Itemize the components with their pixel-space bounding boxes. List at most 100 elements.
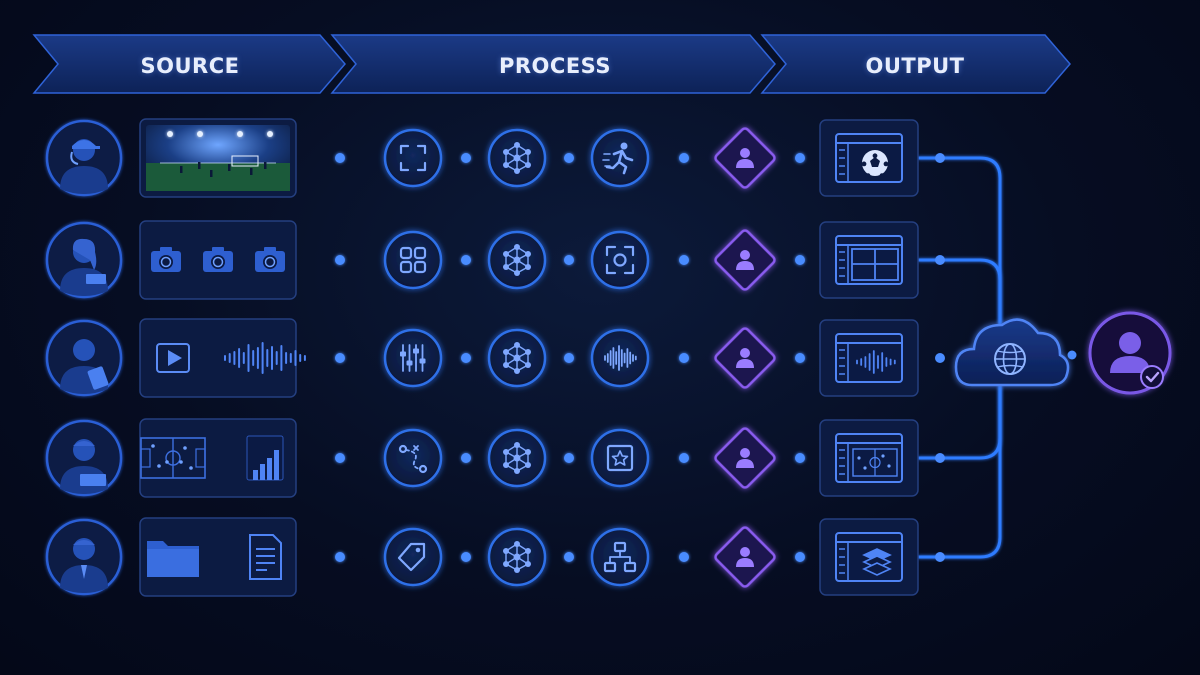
review-diamond: [714, 427, 776, 489]
banner-output: [760, 34, 1071, 94]
folder-icon: [147, 541, 199, 577]
banner-process: [330, 34, 776, 94]
connector-dot: [461, 453, 471, 463]
play-button-icon: [156, 343, 190, 373]
camera-icon: [255, 247, 285, 272]
connector-dot: [335, 552, 345, 562]
connector-dot: [935, 353, 945, 363]
connector-dot: [679, 353, 689, 363]
connector-dot: [679, 453, 689, 463]
pipeline-row: [45, 118, 919, 198]
source-card: [139, 118, 297, 198]
source-card: [139, 220, 297, 300]
equalizer-sliders-icon: [400, 344, 426, 372]
person-tablet-icon: [45, 319, 123, 397]
hub-connector: [918, 156, 1002, 325]
process-node: [383, 527, 443, 587]
multi-view-window-icon: [835, 235, 903, 285]
tactics-pitch-icon: [140, 437, 206, 479]
cloud-globe-icon: [954, 318, 1070, 387]
hub-connector: [918, 385, 1002, 460]
neural-network-icon: [503, 342, 531, 374]
connector-dot: [935, 153, 945, 163]
connector-dot: [679, 552, 689, 562]
running-player-icon: [602, 142, 634, 175]
neural-network-icon: [503, 244, 531, 276]
audio-window-icon: [835, 333, 903, 383]
pitch-window-icon: [835, 433, 903, 483]
audio-waveform-icon: [604, 345, 637, 371]
neural-network-icon: [503, 442, 531, 474]
reviewer-icon: [736, 348, 754, 368]
process-node: [590, 428, 650, 488]
connector-dot: [461, 255, 471, 265]
reviewer-icon: [736, 250, 754, 270]
connector-dot: [795, 353, 805, 363]
highlight-star-icon: [606, 444, 634, 472]
output-card: [819, 518, 919, 596]
review-diamond: [714, 327, 776, 389]
process-node: [487, 527, 547, 587]
person-headset-icon: [45, 119, 123, 197]
camera-icon: [203, 247, 233, 272]
person-suit-icon: [45, 518, 123, 596]
banner-source: [32, 34, 346, 94]
connector-dot: [679, 255, 689, 265]
process-node: [383, 328, 443, 388]
connector-dot: [795, 153, 805, 163]
output-card: [819, 319, 919, 397]
pipeline-row: [45, 318, 919, 398]
pipeline-row: [45, 418, 919, 498]
stage-label-process: PROCESS: [499, 54, 611, 78]
connector-dot: [795, 453, 805, 463]
source-card: [139, 517, 297, 597]
connector-dot: [335, 255, 345, 265]
neural-network-icon: [503, 541, 531, 573]
connector-dot: [461, 552, 471, 562]
output-card: [819, 419, 919, 497]
connector-dot: [461, 153, 471, 163]
route-path-icon: [398, 444, 428, 474]
person-analyst-icon: [45, 419, 123, 497]
review-diamond: [714, 229, 776, 291]
source-card: [139, 418, 297, 498]
connector-dot: [564, 255, 574, 265]
neural-network-icon: [503, 142, 531, 174]
connector-dot: [564, 552, 574, 562]
process-node: [383, 230, 443, 290]
connector-dot: [335, 353, 345, 363]
connector-dot: [935, 255, 945, 265]
pipeline-row: [45, 517, 919, 597]
connector-dot: [1067, 350, 1077, 360]
source-card: [139, 318, 306, 398]
connector-dot: [564, 453, 574, 463]
pipeline-row: [45, 220, 919, 300]
bar-chart-icon: [246, 435, 284, 481]
layers-window-icon: [835, 532, 903, 582]
connector-dot: [564, 153, 574, 163]
audio-waveform-icon: [224, 342, 306, 374]
focus-target-icon: [605, 245, 635, 275]
hub-connector: [918, 258, 1002, 325]
process-node: [487, 428, 547, 488]
connector-dot: [564, 353, 574, 363]
process-node: [487, 328, 547, 388]
tag-icon: [397, 542, 426, 572]
reviewer-icon: [736, 148, 754, 168]
process-node: [487, 128, 547, 188]
connector-dot: [935, 552, 945, 562]
process-node: [383, 428, 443, 488]
verified-user-icon: [1088, 311, 1172, 395]
connector-dot: [795, 255, 805, 265]
connector-dot: [679, 153, 689, 163]
hierarchy-icon: [603, 541, 637, 573]
output-card: [819, 119, 919, 197]
output-card: [819, 221, 919, 299]
hub-connector: [918, 385, 1002, 559]
stage-label-output: OUTPUT: [865, 54, 965, 78]
connector-dot: [935, 453, 945, 463]
process-node: [487, 230, 547, 290]
process-node: [590, 128, 650, 188]
